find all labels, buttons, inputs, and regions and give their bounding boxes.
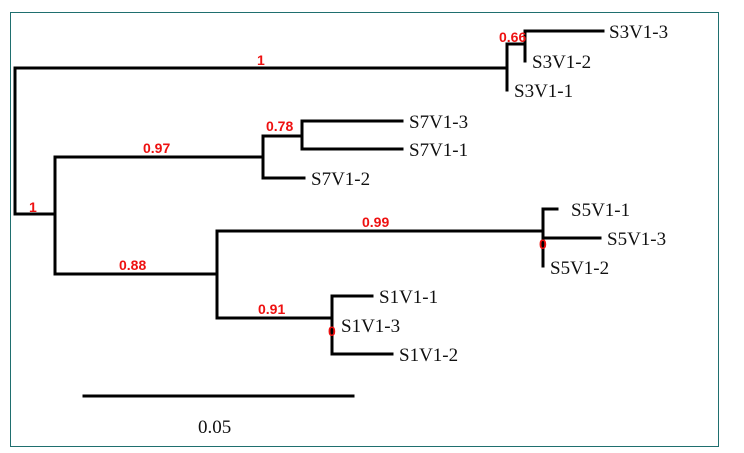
leaf-label-s7v1-3: S7V1-3 xyxy=(409,112,468,133)
support-s3-inner: 0.66 xyxy=(499,29,526,45)
leaf-label-s5v1-3: S5V1-3 xyxy=(607,229,666,250)
support-s5-inner: 0 xyxy=(539,236,547,252)
leaf-label-s5v1-2: S5V1-2 xyxy=(550,258,609,279)
support-s5-branch: 0.99 xyxy=(362,214,389,230)
leaf-label-s3v1-1: S3V1-1 xyxy=(514,81,573,102)
leaf-label-s7v1-2: S7V1-2 xyxy=(311,169,370,190)
leaf-label-s3v1-2: S3V1-2 xyxy=(532,52,591,73)
support-s1-inner: 0 xyxy=(328,323,336,339)
leaf-label-s1v1-2: S1V1-2 xyxy=(399,345,458,366)
leaf-label-s7v1-1: S7V1-1 xyxy=(409,140,468,161)
support-root: 1 xyxy=(29,199,37,215)
leaf-label-s3v1-3: S3V1-3 xyxy=(609,22,668,43)
leaf-label-s1v1-1: S1V1-1 xyxy=(379,287,438,308)
leaf-label-s5v1-1: S5V1-1 xyxy=(571,200,630,221)
scale-bar-label: 0.05 xyxy=(198,417,231,438)
support-s7-inner: 0.78 xyxy=(266,118,293,134)
support-s1s5-branch: 0.88 xyxy=(119,257,146,273)
support-s1-branch: 0.91 xyxy=(258,301,285,317)
support-s3-branch: 1 xyxy=(257,52,265,68)
leaf-label-s1v1-3: S1V1-3 xyxy=(341,316,400,337)
support-s7-branch: 0.97 xyxy=(143,140,170,156)
